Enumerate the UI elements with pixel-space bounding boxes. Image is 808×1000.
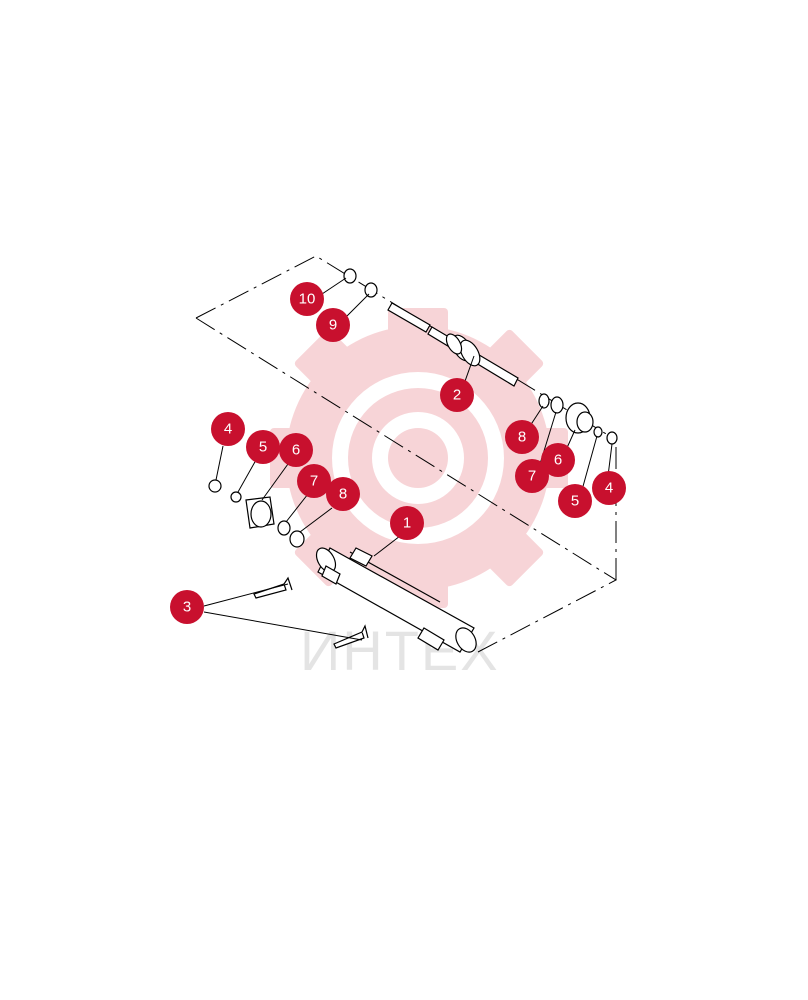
callout-label: 7: [528, 468, 536, 485]
callout-5-right[interactable]: 5: [558, 484, 592, 518]
callout-label: 2: [453, 387, 461, 404]
callout-label: 7: [310, 473, 318, 490]
callout-label: 6: [554, 452, 562, 469]
callout-label: 4: [224, 421, 232, 438]
callout-label: 10: [299, 291, 316, 308]
callout-8-left[interactable]: 8: [326, 477, 360, 511]
callout-circle: [390, 506, 424, 540]
callout-circle: [246, 430, 280, 464]
callout-circle: [297, 464, 331, 498]
callout-label: 1: [403, 515, 411, 532]
callout-4-right[interactable]: 4: [592, 471, 626, 505]
callout-label: 5: [571, 493, 579, 510]
assembly-boundary: [195, 255, 618, 653]
callout-6-right[interactable]: 6: [541, 443, 575, 477]
callout-label: 8: [339, 486, 347, 503]
callout-circle: [505, 420, 539, 454]
callout-circle: [290, 282, 324, 316]
callout-5-left[interactable]: 5: [246, 430, 280, 464]
callout-label: 3: [183, 599, 191, 616]
callout-circle: [541, 443, 575, 477]
leader-lines: [203, 277, 613, 641]
callout-circle: [515, 459, 549, 493]
callout-8-right[interactable]: 8: [505, 420, 539, 454]
right-seal-set: [343, 268, 618, 445]
callout-3[interactable]: 3: [170, 590, 204, 624]
callout-10[interactable]: 10: [290, 282, 324, 316]
callout-circle: [316, 308, 350, 342]
callout-label: 8: [518, 429, 526, 446]
callout-circle: [558, 484, 592, 518]
piston-rod: [387, 302, 519, 387]
callout-7-left[interactable]: 7: [297, 464, 331, 498]
callout-9[interactable]: 9: [316, 308, 350, 342]
callout-label: 6: [292, 442, 300, 459]
callout-circle: [170, 590, 204, 624]
callout-circle: [211, 412, 245, 446]
callout-label: 9: [329, 317, 337, 334]
callout-label: 4: [605, 480, 613, 497]
cylinder-body: [315, 547, 477, 653]
callout-1[interactable]: 1: [390, 506, 424, 540]
callouts: 10 9 2 8 7 6 5 4: [170, 282, 626, 624]
callout-circle: [279, 433, 313, 467]
callout-6-left[interactable]: 6: [279, 433, 313, 467]
callout-2[interactable]: 2: [440, 378, 474, 412]
callout-circle: [440, 378, 474, 412]
callout-4-left[interactable]: 4: [211, 412, 245, 446]
callout-circle: [326, 477, 360, 511]
callout-7-right[interactable]: 7: [515, 459, 549, 493]
callout-label: 5: [259, 439, 267, 456]
left-seal-set: [208, 479, 305, 548]
callout-circle: [592, 471, 626, 505]
